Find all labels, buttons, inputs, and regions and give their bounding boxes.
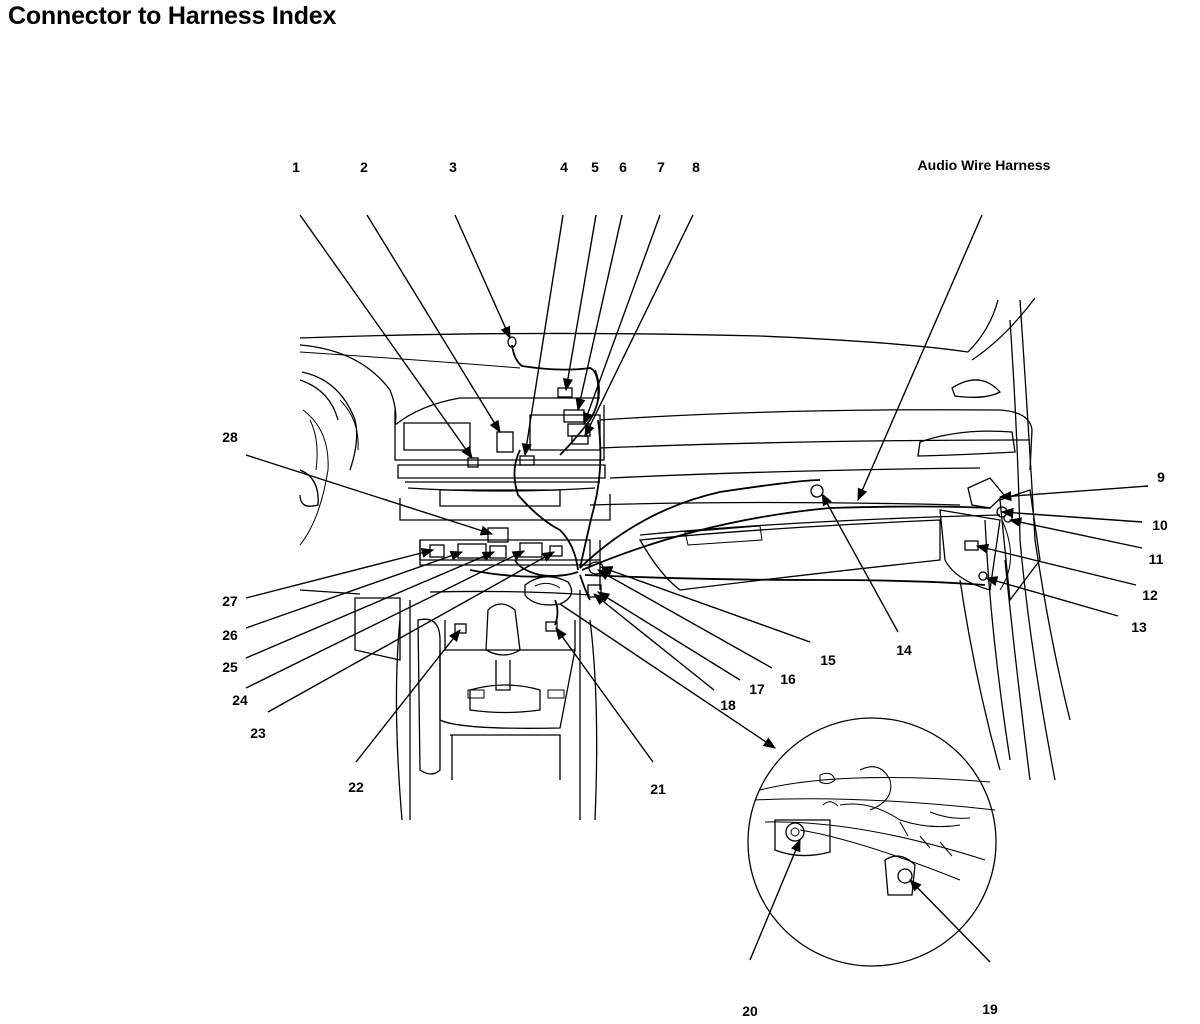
leader-12	[975, 543, 1137, 586]
connector-12	[964, 540, 979, 551]
leader-1	[299, 214, 473, 460]
connector-14	[810, 484, 824, 498]
leader-26	[245, 551, 464, 629]
callout-1: 1	[292, 159, 300, 175]
connector-21	[545, 621, 558, 632]
leader-2	[366, 214, 501, 434]
leader-9	[998, 485, 1149, 502]
callout-16: 16	[780, 671, 796, 687]
page-title: Connector to Harness Index	[8, 2, 337, 30]
leader-6	[583, 214, 661, 426]
leader-10	[1000, 507, 1143, 523]
callout-17: 17	[749, 681, 765, 697]
leader-detail	[559, 603, 777, 749]
leader-13	[984, 576, 1119, 617]
callout-19: 19	[982, 1001, 998, 1017]
callout-labels: 1 2 3 4 5 6 7 8 Audio Wire Harness 9 10 …	[222, 157, 1168, 1019]
leader-25	[245, 551, 496, 659]
callout-22: 22	[348, 779, 364, 795]
callout-5: 5	[591, 159, 599, 175]
callout-27: 27	[222, 593, 238, 609]
leader-23	[267, 551, 556, 713]
callout-23: 23	[250, 725, 266, 741]
leader-7	[584, 214, 694, 438]
callout-9: 9	[1157, 469, 1165, 485]
audio-wire-harness	[469, 344, 991, 626]
leader-15	[599, 566, 811, 643]
callout-15: 15	[820, 652, 836, 668]
callout-8: 8	[692, 159, 700, 175]
leader-27	[245, 547, 435, 599]
leader-4	[562, 214, 597, 392]
leader-14	[821, 492, 899, 633]
connector-23	[549, 545, 563, 557]
callout-6: 6	[619, 159, 627, 175]
callout-12: 12	[1142, 587, 1158, 603]
connector-3	[507, 336, 517, 348]
leader-8	[521, 214, 564, 457]
connector-27	[429, 544, 445, 558]
leader-3	[454, 214, 511, 340]
callout-28: 28	[222, 429, 238, 445]
connector-13	[978, 571, 988, 581]
leader-21	[555, 626, 654, 763]
detail-inset	[747, 717, 997, 967]
leader-28	[245, 454, 494, 536]
leader-19	[909, 879, 991, 963]
leader-22	[355, 629, 461, 763]
connector-2	[496, 431, 514, 453]
connector-22	[454, 623, 467, 634]
callout-20: 20	[742, 1003, 758, 1019]
leader-16	[596, 569, 773, 669]
dashboard-illustration	[299, 297, 1071, 821]
connector-24	[519, 542, 543, 558]
connector-5	[563, 409, 585, 423]
connector-7	[571, 435, 589, 445]
leader-lines	[245, 214, 1149, 963]
leader-24	[245, 550, 526, 689]
callout-4: 4	[560, 159, 568, 175]
connector-1	[467, 457, 479, 468]
callout-2: 2	[360, 159, 368, 175]
callout-24: 24	[232, 692, 248, 708]
leader-5	[575, 214, 623, 412]
connector-9	[967, 477, 1005, 509]
audio-wire-harness-label: Audio Wire Harness	[918, 157, 1051, 173]
callout-3: 3	[449, 159, 457, 175]
callout-18: 18	[720, 697, 736, 713]
callout-7: 7	[657, 159, 665, 175]
connector-26	[457, 543, 487, 559]
callout-10: 10	[1152, 517, 1168, 533]
callout-25: 25	[222, 659, 238, 675]
callout-14: 14	[896, 642, 912, 658]
callout-21: 21	[650, 781, 666, 797]
callout-26: 26	[222, 627, 238, 643]
leader-harness	[857, 214, 983, 502]
leader-20	[749, 838, 801, 961]
callout-11: 11	[1149, 551, 1164, 567]
callout-13: 13	[1131, 619, 1147, 635]
leader-11	[1008, 517, 1143, 549]
leader-18	[593, 593, 715, 691]
connectors	[429, 336, 1013, 634]
connector-4	[557, 387, 573, 398]
leader-17	[596, 591, 741, 681]
